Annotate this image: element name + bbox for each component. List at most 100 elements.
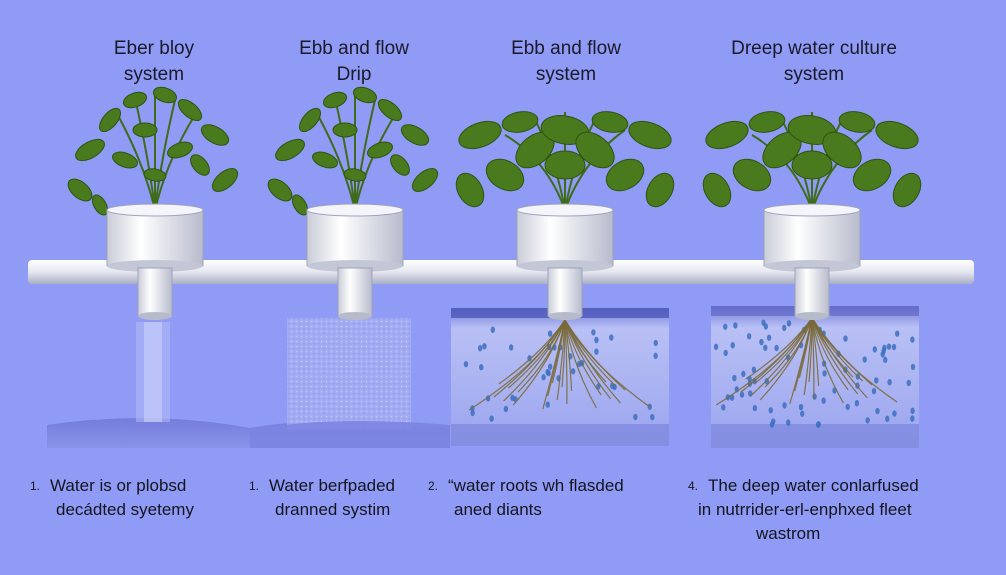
caption-text: The deep water conlarfused [708,476,919,495]
system-title-1: Eber bloy system [44,36,264,88]
pot [106,209,204,267]
leaf [122,91,148,109]
caption-text: Water is or plobsd [50,476,187,495]
leaf [852,158,892,192]
caption-line: 1. Water is or plobsd [30,474,194,498]
leaf [377,99,403,121]
leaf [367,141,393,159]
leaf [91,194,109,216]
leaf [605,158,645,192]
water-spray [136,322,170,422]
title-line: system [783,64,845,85]
caption-line: in nutrrider-erl-enphxed fleet [698,500,912,519]
leaf [748,111,786,133]
leaf [732,158,772,192]
system-title-4: Dreep water culture system [704,36,924,88]
system-title-3: Ebb and flow system [456,36,676,88]
leaf [705,120,749,150]
pot [516,209,614,267]
title-line: Ebb and flow [511,38,621,59]
plant-roots [468,317,898,411]
drain-tube [137,267,173,317]
leaf [455,172,485,208]
leaf [200,124,230,146]
pot [763,209,861,267]
plant-stem [114,95,196,211]
caption-number: 1. [249,479,260,493]
horizontal-pipe [28,260,974,284]
caption-line: wastrom [756,524,821,543]
plant-stem [314,95,396,211]
leaf [190,154,210,176]
leaf [112,151,138,169]
title-line: Ebb and flow [299,38,409,59]
caption-line: 4. The deep water conlarfused [688,474,919,498]
leaf [544,150,586,180]
caption-number: 1. [30,479,41,493]
leaf [838,111,876,133]
leaf [591,111,629,133]
caption-text: “water roots wh flasded [448,476,624,495]
leaf [143,168,167,182]
leaf [352,86,378,104]
leaf [458,120,502,150]
leaf [343,168,367,182]
drip-water-block [287,318,411,430]
leaf [275,138,305,162]
caption-line: 1. Water berfpaded [249,474,395,498]
leaf [322,91,348,109]
leaf [822,131,862,169]
leaf [501,111,539,133]
leaf [400,124,430,146]
leaf [299,107,321,133]
leaf [875,120,919,150]
system-caption-2: 1. Water berfpaded dranned systim [249,474,395,522]
leaf [75,138,105,162]
plant-pot-unit-3 [455,111,675,320]
leaf [575,131,615,169]
title-line: system [535,64,597,85]
title-line: Dreep water culture [731,38,897,59]
caption-number: 4. [688,479,699,493]
leaf [702,172,732,208]
pot [306,209,404,267]
leaf [332,122,358,138]
leaf [132,122,158,138]
leaf [167,141,193,159]
leaf [67,178,93,202]
leaf [291,194,309,216]
drain-tube [794,267,830,317]
caption-number: 2. [428,479,439,493]
title-line: Drip [336,64,372,85]
leaf [267,178,293,202]
leaf [152,86,178,104]
drain-tube [337,267,373,317]
caption-text: Water berfpaded [269,476,396,495]
system-caption-3: 2. “water roots wh flasded aned diants [428,474,624,522]
plant-pot-unit-2 [267,86,439,320]
leaf [177,99,203,121]
leaf [645,172,675,208]
system-caption-4: 4. The deep water conlarfused in nutrrider… [688,474,919,546]
leaf [628,120,672,150]
title-line: system [123,64,185,85]
leaf [211,168,239,192]
plant-pot-unit-4 [702,111,922,320]
leaf [411,168,439,192]
title-line: Eber bloy [113,38,195,59]
caption-line: 2. “water roots wh flasded [428,474,624,498]
caption-line: decádted syetemy [56,500,194,519]
plant-pot-unit-1 [67,86,239,320]
leaf [390,154,410,176]
leaf [791,150,833,180]
leaf [485,158,525,192]
caption-line: aned diants [454,500,542,519]
leaf [99,107,121,133]
drain-tube [547,267,583,317]
leaf [312,151,338,169]
system-caption-1: 1. Water is or plobsd decádted syetemy [30,474,194,522]
leaf [892,172,922,208]
caption-line: dranned systim [275,500,391,519]
